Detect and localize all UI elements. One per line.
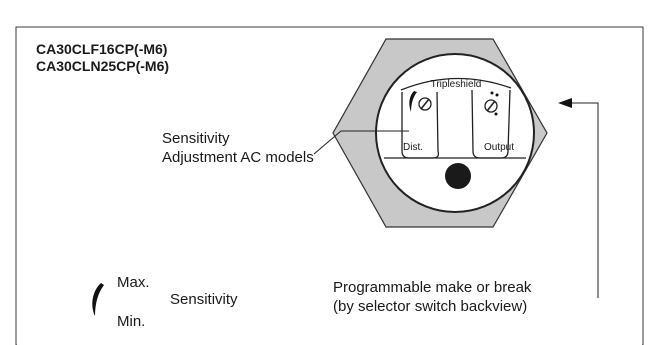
legend-sensitivity-label: Sensitivity bbox=[170, 291, 238, 308]
tripleshield-label: Tripleshield bbox=[431, 79, 482, 90]
model-title-2: CA30CLN25CP(-M6) bbox=[36, 58, 169, 74]
frame-bottom-mask bbox=[17, 328, 642, 345]
diagram-frame bbox=[15, 26, 644, 345]
programmable-leader-line bbox=[571, 102, 599, 298]
dist-label: Dist. bbox=[403, 142, 423, 153]
output-dot-1 bbox=[490, 91, 494, 95]
programmable-callout-line-1: Programmable make or break bbox=[333, 279, 532, 296]
sensitivity-callout-line-2: Adjustment AC models bbox=[162, 149, 314, 166]
output-selector-slot bbox=[486, 100, 496, 112]
led-indicator bbox=[445, 163, 471, 189]
sensitivity-leader-line bbox=[313, 130, 409, 155]
face-top-arc bbox=[400, 77, 512, 91]
output-label: Output bbox=[484, 142, 514, 153]
output-dot-2 bbox=[495, 93, 499, 97]
model-title-1: CA30CLF16CP(-M6) bbox=[36, 41, 167, 57]
programmable-callout-line-2: (by selector switch backview) bbox=[333, 298, 527, 315]
dist-range-crescent-icon bbox=[409, 91, 417, 112]
sensitivity-legend-crescent-icon bbox=[92, 283, 104, 316]
sensitivity-callout-line-1: Sensitivity bbox=[162, 130, 230, 147]
dist-potentiometer-slot bbox=[420, 98, 430, 110]
legend-max-label: Max. bbox=[117, 274, 150, 291]
programmable-arrow-icon bbox=[558, 98, 572, 108]
output-dot-3 bbox=[494, 112, 498, 116]
legend-min-label: Min. bbox=[117, 313, 145, 330]
